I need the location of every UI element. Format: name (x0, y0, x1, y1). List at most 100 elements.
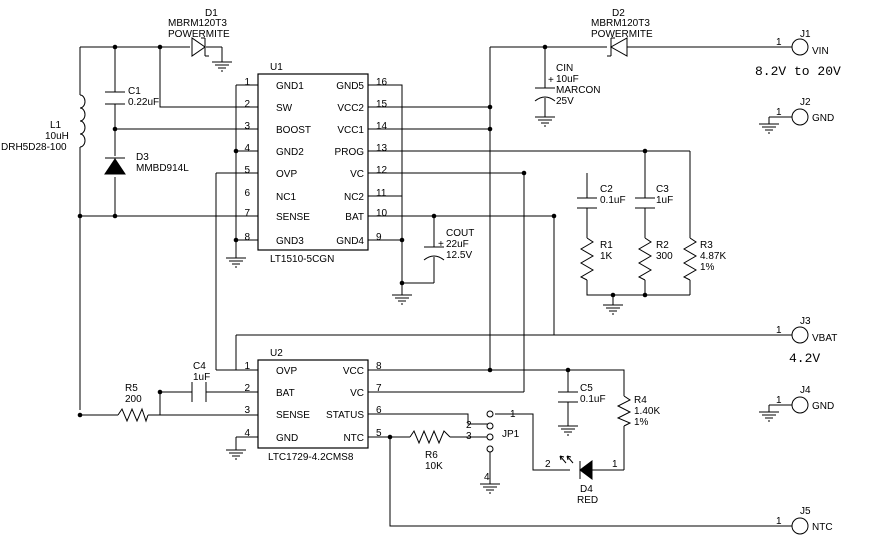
j5-net: NTC (812, 522, 833, 533)
r4-ref: R4 (634, 395, 647, 406)
junction-dot (565, 367, 571, 373)
capacitor-c5: C5 0.1uF (558, 383, 606, 405)
pin-number: 10 (376, 208, 388, 219)
pin-number: 3 (244, 121, 250, 132)
j5-ref: J5 (800, 506, 811, 517)
pin-name: PROG (335, 147, 365, 158)
l1-value: 10uH (45, 131, 69, 142)
pin-name: BAT (276, 388, 295, 399)
pin-number: 6 (376, 405, 382, 416)
ground-icon (558, 425, 578, 436)
ground-icon (535, 116, 555, 127)
j1-note: 8.2V to 20V (755, 64, 841, 79)
j3-pin: 1 (776, 325, 782, 336)
junctions (77, 44, 648, 440)
jp1-pin2: 2 (466, 420, 472, 431)
pin-name: NC1 (276, 192, 296, 203)
c2-value: 0.1uF (600, 195, 626, 206)
capacitor-icon (558, 391, 578, 403)
ground-icon (759, 123, 779, 134)
d3-part: MMBD914L (136, 163, 189, 174)
connector-terminal-icon (791, 38, 809, 56)
pin-number: 8 (244, 232, 250, 243)
resistor-r5: R5 200 (117, 383, 149, 423)
junction-dot (77, 213, 83, 219)
pin-number: 4 (244, 428, 250, 439)
connector-terminal-icon (791, 396, 809, 414)
pin-name: VCC2 (337, 103, 364, 114)
j1-pin: 1 (776, 37, 782, 48)
pin-number: 12 (376, 165, 388, 176)
d3-ref: D3 (136, 152, 149, 163)
r2-value: 300 (656, 251, 673, 262)
d1-part: MBRM120T3 (168, 18, 227, 29)
cin-ref: CIN (556, 63, 573, 74)
connector-j2: J2 1 GND (776, 97, 834, 126)
pin-number: 6 (244, 188, 250, 199)
j3-ref: J3 (800, 316, 811, 327)
pin-name: NTC (343, 433, 364, 444)
connector-j4: J4 1 GND (776, 385, 834, 414)
pin-number: 8 (376, 361, 382, 372)
jumper-pin-icon (486, 410, 494, 418)
resistor-r6: R6 10K (409, 429, 451, 472)
j2-ref: J2 (800, 97, 811, 108)
pin-name: OVP (276, 366, 297, 377)
c1-value: 0.22uF (128, 97, 159, 108)
pin-name: GND5 (336, 81, 364, 92)
junction-dot (112, 44, 118, 50)
diode-d3: D3 MMBD914L (104, 152, 189, 175)
j4-ref: J4 (800, 385, 811, 396)
jp1-pin1: 1 (510, 409, 516, 420)
cout-voltage: 12.5V (446, 250, 472, 261)
j4-net: GND (812, 401, 834, 412)
junction-dot (399, 280, 405, 286)
u1-body (257, 73, 369, 251)
pin-name: SW (276, 103, 293, 114)
r3-tol: 1% (700, 262, 715, 273)
pin-number: 7 (376, 383, 382, 394)
cin-plus: + (548, 75, 554, 86)
connector-j3: J3 1 VBAT 4.2V (776, 316, 837, 366)
capacitor-cin: CIN + 10uF MARCON 25V (534, 63, 600, 107)
ground-icon (212, 57, 232, 72)
pin-name: GND1 (276, 81, 304, 92)
c5-value: 0.1uF (580, 394, 606, 405)
resistor-r1: R1 1K (579, 237, 613, 281)
junction-dot (233, 237, 239, 243)
pin-name: GND4 (336, 236, 364, 247)
cin-value: 10uF (556, 74, 579, 85)
pin-number: 3 (244, 405, 250, 416)
ground-icon (759, 411, 779, 422)
pin-number: 4 (244, 143, 250, 154)
junction-dot (112, 213, 118, 219)
resistor-icon (117, 407, 149, 423)
resistor-icon (682, 237, 697, 281)
u1-pins-left: 1 GND1 2 SW 3 BOOST 4 GND2 5 OVP 6 NC1 7… (244, 77, 311, 247)
capacitor-c4: C4 1uF (191, 361, 210, 402)
pin-number: 2 (244, 383, 250, 394)
u2-ref: U2 (270, 348, 283, 359)
u2-pins-right: 8 VCC 7 VC 6 STATUS 5 NTC (326, 361, 382, 444)
jumper-pin-icon (486, 433, 494, 441)
j2-net: GND (812, 113, 834, 124)
pin-name: OVP (276, 169, 297, 180)
pin-number: 1 (244, 77, 250, 88)
connector-j5: J5 1 NTC (776, 506, 833, 535)
ic-u1: U1 LT1510-5CGN 1 GND1 2 SW 3 BOOST 4 GND… (244, 62, 387, 265)
j5-pin: 1 (776, 516, 782, 527)
c2-ref: C2 (600, 184, 613, 195)
cout-ref: COUT (446, 228, 474, 239)
pin-name: VC (350, 388, 364, 399)
jumper-pin-icon (486, 422, 494, 430)
junction-dot (387, 434, 393, 440)
r1-value: 1K (600, 251, 613, 262)
pin-number: 9 (376, 232, 382, 243)
cout-plus: + (438, 239, 444, 250)
led-d4: 2 1 D4 RED (545, 455, 618, 506)
c3-ref: C3 (656, 184, 669, 195)
r5-value: 200 (125, 394, 142, 405)
junction-dot (112, 126, 118, 132)
l1-ref: L1 (50, 120, 62, 131)
connector-terminal-icon (791, 326, 809, 344)
